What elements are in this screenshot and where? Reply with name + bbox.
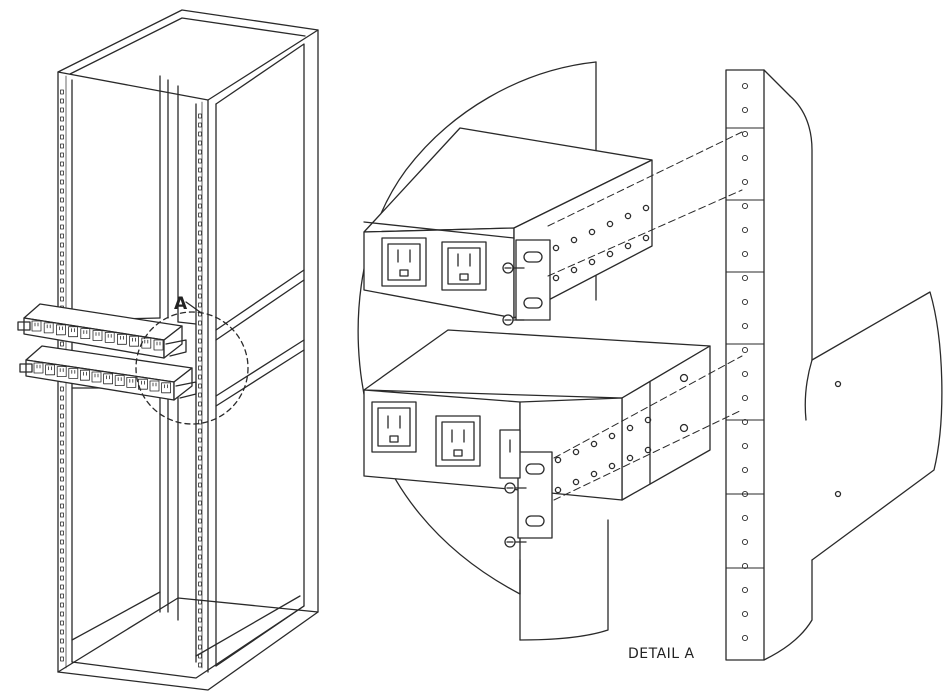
pdu-detail-lower: [364, 330, 710, 538]
pdu-small-lower: [20, 346, 196, 400]
rack-base: [58, 598, 318, 690]
rack-top-face: [58, 10, 318, 100]
outlet-lower-2: [436, 416, 480, 466]
front-rack-rail: [726, 70, 812, 660]
outlet-upper-1: [382, 238, 426, 286]
alignment-lines: [548, 132, 742, 500]
pdu-small-upper: [18, 304, 186, 358]
rack-holes-right: [199, 114, 202, 667]
rack-side-frame: [216, 44, 304, 666]
outlet-lower-3-partial: [500, 430, 520, 478]
callout-label-a: A: [174, 294, 188, 314]
callout-leader: [186, 302, 200, 312]
detail-a-view: [358, 62, 942, 660]
rack-top-inner: [70, 18, 305, 74]
outlet-upper-2: [442, 242, 486, 290]
rack-cabinet: [58, 10, 318, 690]
detail-a-caption: DETAIL A: [628, 646, 695, 662]
mounting-screws: [503, 263, 526, 547]
pdu-detail-upper: [364, 128, 652, 320]
detail-arc-boundary: [358, 62, 596, 594]
rail-side-flange: [812, 292, 942, 560]
outlet-lower-1: [372, 402, 416, 452]
detail-callout-circle: [136, 312, 248, 424]
